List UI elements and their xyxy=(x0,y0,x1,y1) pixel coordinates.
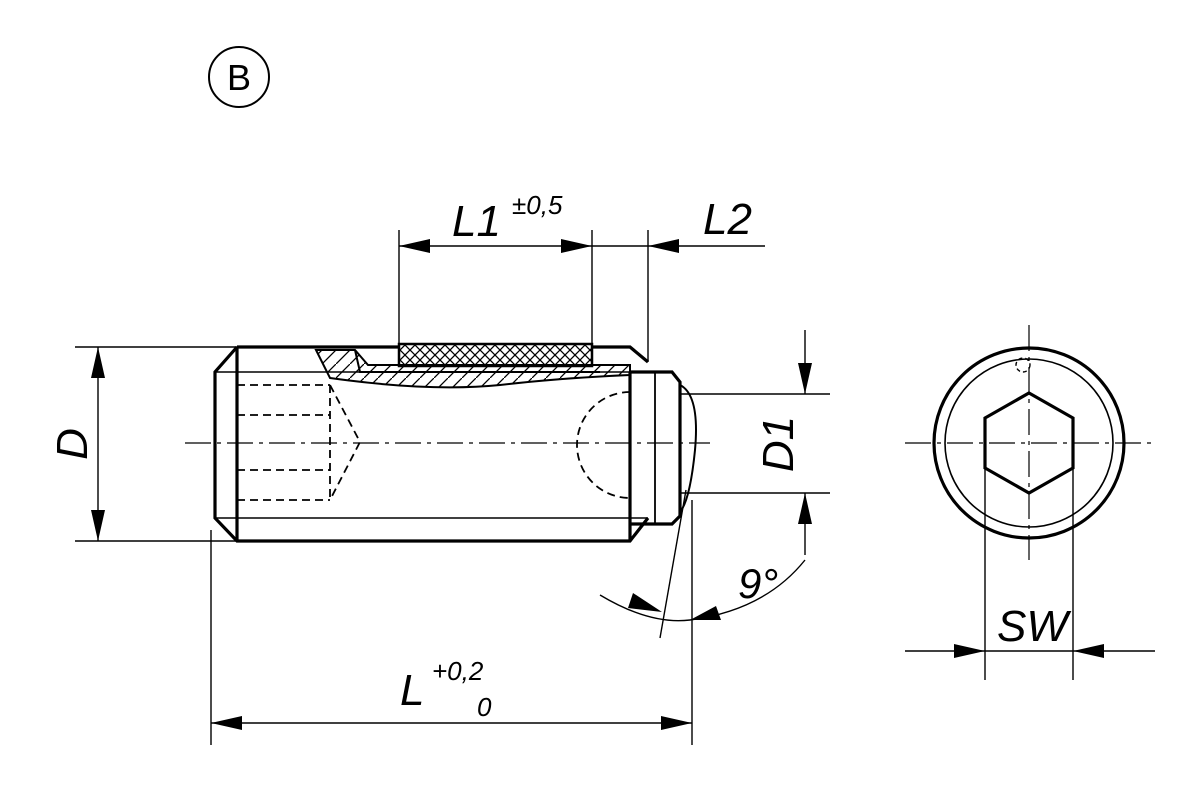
ball-tip xyxy=(679,384,697,513)
angle-line xyxy=(659,489,687,639)
L2-arrow xyxy=(648,239,679,253)
ball-hidden-mark xyxy=(1015,357,1031,373)
view-label-text: B xyxy=(227,57,251,98)
SW-arrows xyxy=(954,644,1104,658)
L-tolerance-lower: 0 xyxy=(477,692,492,722)
section-cut xyxy=(314,349,631,389)
hidden-socket xyxy=(237,384,362,501)
ball-sleeve xyxy=(630,370,682,526)
D-label: D xyxy=(48,428,97,460)
dimensions xyxy=(75,230,830,745)
view-label-badge: B xyxy=(208,46,270,108)
section-inner xyxy=(354,349,600,373)
dimension-labels: L1 ±0,5 L2 D D1 L +0,2 0 9° SW xyxy=(48,190,1071,722)
SW-label: SW xyxy=(997,602,1071,651)
L1-label: L1 xyxy=(452,197,501,246)
body-outline xyxy=(213,345,650,543)
end-view xyxy=(905,325,1155,680)
knurl-band xyxy=(397,342,594,368)
L1-tolerance: ±0,5 xyxy=(512,190,563,220)
angle-label: 9° xyxy=(738,560,778,607)
D1-label: D1 xyxy=(754,416,803,472)
L2-label: L2 xyxy=(703,195,752,244)
L-label: L xyxy=(400,666,424,715)
hidden-ball xyxy=(576,391,631,499)
angle-arrows xyxy=(628,593,721,620)
side-view xyxy=(185,342,710,543)
L-tolerance-upper: +0,2 xyxy=(432,656,484,686)
